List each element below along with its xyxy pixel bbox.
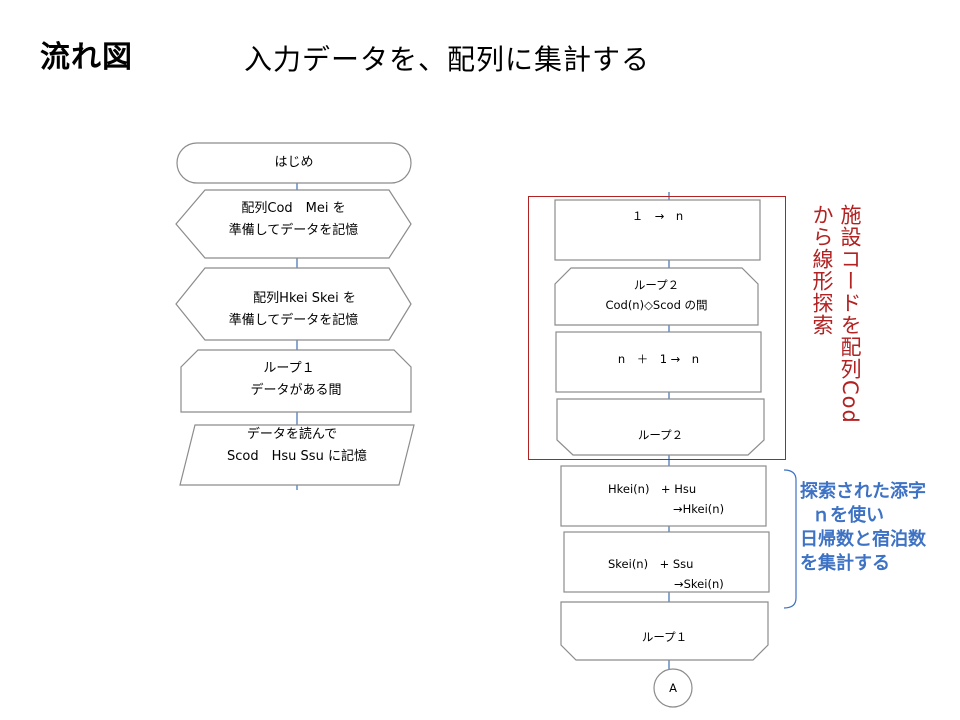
prep1-label: 配列Cod Mei を 準備してデータを記憶 <box>176 198 411 242</box>
aggregation-note: 探索された添字 ｎを使い 日帰数と宿泊数 を集計する <box>800 480 926 576</box>
process-hkei-shape <box>560 465 767 527</box>
read-line-2: Scod Hsu Ssu に記憶 <box>227 449 367 464</box>
increment-label: n ＋ 1 → n <box>617 352 700 366</box>
loop2-start-label: ループ２ Cod(n)◇Scod の間 <box>555 275 758 315</box>
prep2-line-2: 準備してデータを記憶 <box>228 313 359 328</box>
process-skei-shape <box>563 531 770 593</box>
loop1-end-label: ループ１ <box>641 630 688 644</box>
aggregation-note-line-2: ｎを使い <box>812 505 884 526</box>
loop2-start-line-1: ループ２ <box>633 278 680 292</box>
skei-line-2: →Skei(n) <box>674 577 724 591</box>
loop1-end-shape <box>560 601 769 661</box>
skei-line-1: Skei(n) + Ssu <box>608 557 694 571</box>
loop1-start-line-1: ループ１ <box>263 361 315 376</box>
page-subtitle: 入力データを、配列に集計する <box>244 43 651 76</box>
loop1-start-line-2: データがある間 <box>250 383 342 398</box>
hkei-line-2: →Hkei(n) <box>673 502 725 516</box>
bracket-mark <box>783 469 797 609</box>
prep2-line-1: 配列Hkei Skei を <box>253 291 356 306</box>
process-increment-shape <box>555 331 762 393</box>
aggregation-note-line-3: 日帰数と宿泊数 <box>800 529 926 550</box>
prep1-line-1: 配列Cod Mei を <box>241 201 346 216</box>
loop2-start-shape <box>554 267 759 326</box>
page-heading: 流れ図 <box>40 40 133 75</box>
loop1-start-shape <box>180 349 412 413</box>
loop2-start-line-2: Cod(n)◇Scod の間 <box>605 298 708 312</box>
hkei-label: Hkei(n) + Hsu →Hkei(n) <box>561 479 766 519</box>
search-region-frame <box>528 196 786 460</box>
aggregation-note-line-4: を集計する <box>800 553 890 574</box>
read-line-1: データを読んで <box>246 427 338 442</box>
loop1-start-label: ループ１ データがある間 <box>181 358 411 402</box>
linear-search-note: 施設コードを配列Codから線形探索 <box>810 204 862 424</box>
loop2-end-label: ループ２ <box>637 428 684 442</box>
skei-label: Skei(n) + Ssu →Skei(n) <box>564 554 769 594</box>
offpage-connector-shape <box>653 668 693 708</box>
read-label: データを読んで Scod Hsu Ssu に記憶 <box>180 424 414 468</box>
io-read-shape <box>179 424 415 486</box>
loop2-end-shape <box>556 398 765 456</box>
assign-label: １ → n <box>631 209 684 223</box>
aggregation-note-line-1: 探索された添字 <box>800 481 926 502</box>
prep2-label: 配列Hkei Skei を 準備してデータを記憶 <box>176 288 411 332</box>
connector-a-label: A <box>669 681 677 695</box>
hkei-line-1: Hkei(n) + Hsu <box>608 482 697 496</box>
process-assign-shape <box>554 199 761 261</box>
terminal-start-shape <box>176 142 412 184</box>
preparation-shape-1 <box>175 189 412 259</box>
prep1-line-2: 準備してデータを記憶 <box>228 223 359 238</box>
preparation-shape-2 <box>175 267 412 341</box>
start-label: はじめ <box>274 155 314 170</box>
